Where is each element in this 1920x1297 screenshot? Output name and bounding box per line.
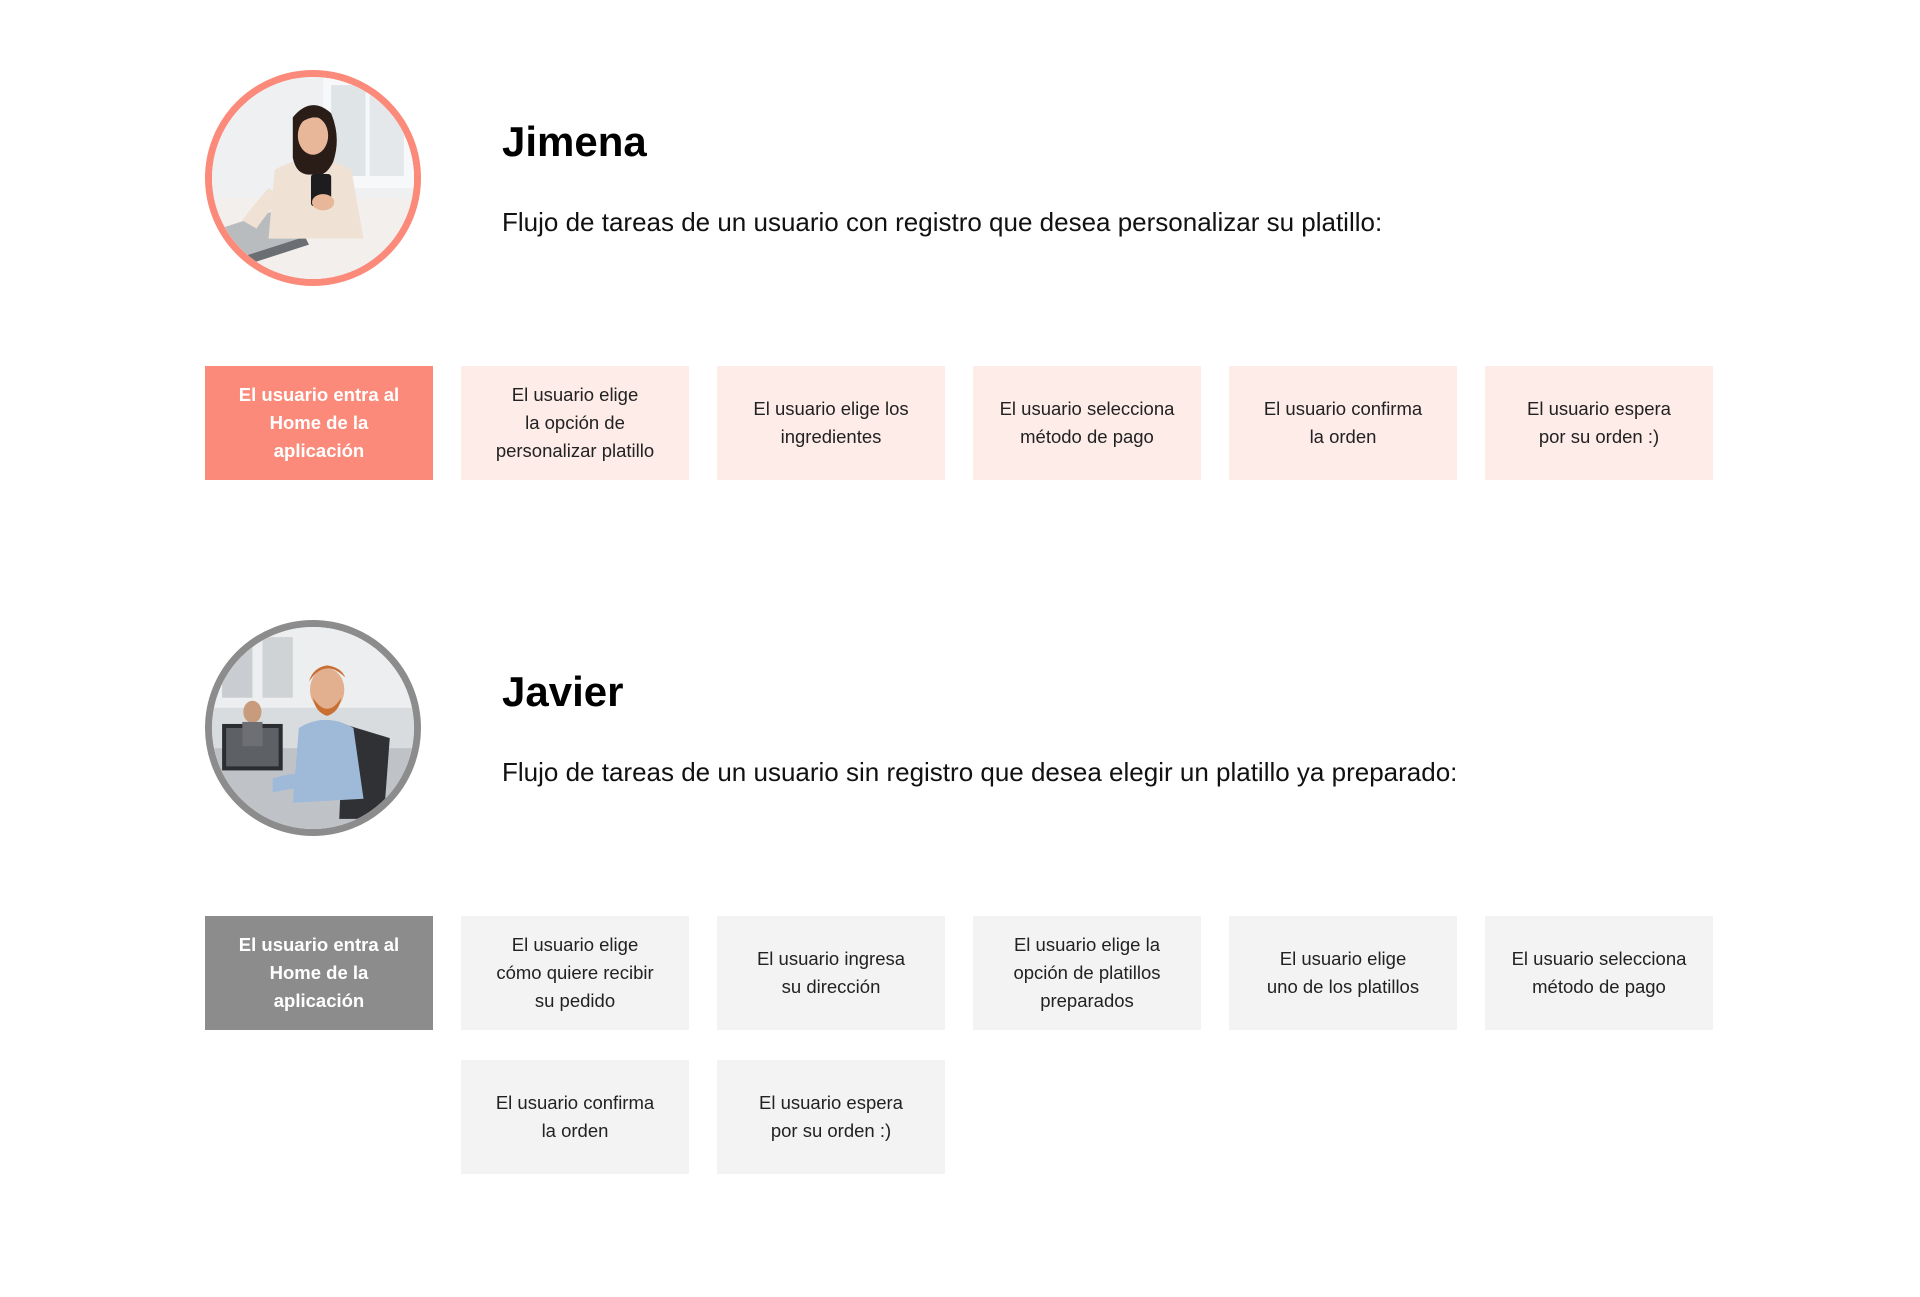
- flow-step: El usuario espera por su orden :): [1485, 366, 1713, 480]
- flow-step-line: aplicación: [273, 440, 365, 461]
- flow-step-line: El usuario elige la: [1013, 934, 1160, 955]
- flow-step-line: Home de la: [269, 412, 369, 433]
- flow-step-line: su dirección: [781, 976, 881, 997]
- flow-step: El usuario elige los ingredientes: [717, 366, 945, 480]
- flow-step-label: El usuario selecciona método de pago: [1000, 395, 1175, 451]
- flow-step-line: opción de platillos: [1013, 962, 1161, 983]
- flow-step-label: El usuario ingresa su dirección: [757, 945, 905, 1001]
- flow-step-label: El usuario elige cómo quiere recibir su pe…: [496, 931, 653, 1015]
- flow-step-label: El usuario selecciona método de pago: [1512, 945, 1687, 1001]
- flow-step-line: la opción de: [525, 412, 625, 433]
- persona-flow-description: Flujo de tareas de un usuario con regist…: [502, 207, 1383, 237]
- flow-step-line: El usuario elige: [511, 934, 639, 955]
- flow-step-line: El usuario selecciona: [999, 398, 1175, 419]
- persona-name: Jimena: [502, 118, 647, 165]
- woman-with-phone-avatar-icon: [212, 77, 414, 279]
- flow-step-line: El usuario elige: [511, 384, 639, 405]
- flow-step-label: El usuario confirma la orden: [496, 1089, 654, 1145]
- flow-step-line: El usuario ingresa: [756, 948, 906, 969]
- flow-step-start: El usuario entra al Home de la aplicación: [205, 366, 433, 480]
- flow-step-label: El usuario elige uno de los platillos: [1267, 945, 1419, 1001]
- flow-step-line: El usuario confirma: [495, 1092, 655, 1113]
- persona-flow-description: Flujo de tareas de un usuario sin regist…: [502, 757, 1458, 787]
- flow-step: El usuario selecciona método de pago: [1485, 916, 1713, 1030]
- flow-step-line: Home de la: [269, 962, 369, 983]
- flow-step: El usuario selecciona método de pago: [973, 366, 1201, 480]
- flow-step-line: El usuario entra al: [238, 934, 400, 955]
- flow-step-line: El usuario espera: [1527, 398, 1671, 419]
- flow-step-label: El usuario entra al Home de la aplicación: [239, 381, 399, 465]
- flow-step: El usuario elige la opción de platillos pr…: [973, 916, 1201, 1030]
- flow-step-line: El usuario entra al: [238, 384, 400, 405]
- flow-step-line: El usuario confirma: [1263, 398, 1423, 419]
- flow-step-line: personalizar platillo: [495, 440, 655, 461]
- flow-step-label: El usuario espera por su orden :): [1527, 395, 1671, 451]
- flow-step: El usuario elige la opción de personalizar…: [461, 366, 689, 480]
- flow-step-line: aplicación: [273, 990, 365, 1011]
- flow-step: El usuario elige cómo quiere recibir su pe…: [461, 916, 689, 1030]
- man-at-office-avatar-icon: [212, 627, 414, 829]
- flow-step-line: la orden: [1309, 426, 1377, 447]
- flow-step-label: El usuario elige la opción de platillos pr…: [1013, 931, 1160, 1015]
- flow-step-line: El usuario elige los: [753, 398, 909, 419]
- woman-with-phone-avatar: [205, 70, 421, 286]
- flow-step-line: ingredientes: [780, 426, 882, 447]
- flow-step-start: El usuario entra al Home de la aplicación: [205, 916, 433, 1030]
- flow-step-label: El usuario entra al Home de la aplicación: [239, 931, 399, 1015]
- flow-step-line: uno de los platillos: [1266, 976, 1420, 997]
- flow-step: El usuario elige uno de los platillos: [1229, 916, 1457, 1030]
- flow-step-line: la orden: [541, 1120, 609, 1141]
- flow-step-line: El usuario selecciona: [1511, 948, 1687, 969]
- flow-step-line: su pedido: [534, 990, 616, 1011]
- flow-step: El usuario confirma la orden: [1229, 366, 1457, 480]
- flow-step-line: método de pago: [1532, 976, 1666, 997]
- flow-step-line: El usuario elige: [1279, 948, 1407, 969]
- flow-step-label: El usuario confirma la orden: [1264, 395, 1422, 451]
- flow-step: El usuario espera por su orden :): [717, 1060, 945, 1174]
- flow-step-line: por su orden :): [770, 1120, 892, 1141]
- flow-step-line: cómo quiere recibir: [496, 962, 654, 983]
- flow-step-line: por su orden :): [1538, 426, 1660, 447]
- flow-step: El usuario ingresa su dirección: [717, 916, 945, 1030]
- flow-step-line: preparados: [1040, 990, 1134, 1011]
- man-at-office-avatar: [205, 620, 421, 836]
- flow-step-line: El usuario espera: [759, 1092, 903, 1113]
- flow-step-label: El usuario espera por su orden :): [759, 1089, 903, 1145]
- persona-name: Javier: [502, 668, 624, 715]
- flow-step: El usuario confirma la orden: [461, 1060, 689, 1174]
- flow-step-label: El usuario elige los ingredientes: [753, 395, 908, 451]
- flow-step-label: El usuario elige la opción de personalizar…: [496, 381, 654, 465]
- flow-step-line: método de pago: [1020, 426, 1154, 447]
